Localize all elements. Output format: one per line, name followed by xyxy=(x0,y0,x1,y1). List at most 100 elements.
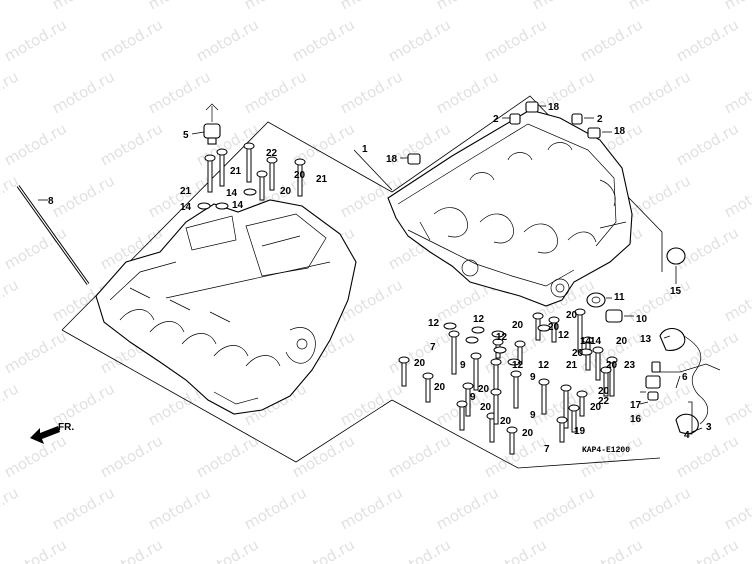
callout-14-a: 14 xyxy=(180,202,192,213)
callout-20-d: 20 xyxy=(434,382,446,393)
callout-23: 23 xyxy=(624,360,636,371)
bolt-head xyxy=(506,426,518,434)
watermark-text: motod.ru xyxy=(0,379,22,429)
callout-20-e: 20 xyxy=(478,384,490,395)
callout-14-b: 14 xyxy=(232,200,244,211)
bolt-head xyxy=(556,416,568,424)
watermark-text: motod.ru xyxy=(721,67,752,117)
watermark-text: motod.ru xyxy=(577,15,646,65)
callout-6: 6 xyxy=(682,372,688,383)
watermark-text: motod.ru xyxy=(337,483,406,533)
bolt-shank xyxy=(451,333,457,375)
callout-7-b: 7 xyxy=(544,444,550,455)
watermark-text: motod.ru xyxy=(1,535,70,564)
watermark-text: motod.ru xyxy=(433,483,502,533)
callout-12-d: 12 xyxy=(512,360,524,371)
callout-19: 19 xyxy=(574,426,586,437)
bolt-head xyxy=(568,404,580,412)
watermark-text: motod.ru xyxy=(337,379,406,429)
washer xyxy=(471,326,485,334)
watermark-text: motod.ru xyxy=(577,535,646,564)
washer xyxy=(579,348,593,356)
callout-12-f: 12 xyxy=(538,360,550,371)
watermark-text: motod.ru xyxy=(1,327,70,377)
callout-20-i: 20 xyxy=(512,320,524,331)
watermark-text: motod.ru xyxy=(97,119,166,169)
watermark-text: motod.ru xyxy=(673,535,742,564)
callout-20-k: 20 xyxy=(548,322,560,333)
watermark-text: motod.ru xyxy=(289,535,358,564)
callout-22-b: 22 xyxy=(598,396,610,407)
bolt-shank xyxy=(459,403,465,431)
bolt-head xyxy=(492,338,504,346)
washer xyxy=(443,322,457,330)
watermark-text: motod.ru xyxy=(241,0,310,13)
bolt-head xyxy=(574,308,586,316)
callout-9-c: 9 xyxy=(470,392,476,403)
watermark-text: motod.ru xyxy=(673,223,742,273)
watermark-text: motod.ru xyxy=(97,15,166,65)
watermark-text: motod.ru xyxy=(0,171,22,221)
bolt-shank xyxy=(595,349,601,381)
diagram-code: KAP4-E1200 xyxy=(582,446,630,455)
callout-18-b: 18 xyxy=(614,126,626,137)
watermark-text: motod.ru xyxy=(673,15,742,65)
watermark-text: motod.ru xyxy=(49,0,118,13)
bolt-head xyxy=(462,382,474,390)
callout-20-l: 20 xyxy=(572,348,584,359)
callout-7-a: 7 xyxy=(430,342,436,353)
callout-2-b: 2 xyxy=(597,114,603,125)
callout-17: 17 xyxy=(630,400,642,411)
callout-15: 15 xyxy=(670,286,682,297)
watermark-text: motod.ru xyxy=(625,67,694,117)
watermark-text: motod.ru xyxy=(625,483,694,533)
callout-18-a: 18 xyxy=(548,102,560,113)
watermark-text: motod.ru xyxy=(1,119,70,169)
washer xyxy=(465,336,479,344)
watermark-text: motod.ru xyxy=(145,483,214,533)
watermark-text: motod.ru xyxy=(0,0,22,13)
bolt-head xyxy=(456,400,468,408)
bolt-head xyxy=(532,312,544,320)
bolt-head xyxy=(398,356,410,364)
top-fittings xyxy=(400,101,612,165)
bolt-shank xyxy=(541,381,547,415)
bolt-shank xyxy=(489,415,495,443)
watermark-text: motod.ru xyxy=(433,0,502,13)
callout-9-d: 9 xyxy=(530,410,536,421)
callout-labels: 1 2 2 3 4 5 6 7 7 8 9 9 9 9 10 11 12 12 … xyxy=(48,102,712,455)
oil-pressure-switch xyxy=(191,103,221,145)
callout-8: 8 xyxy=(48,196,54,207)
bolt-head xyxy=(592,346,604,354)
callout-14-e: 14 xyxy=(590,336,602,347)
callout-20-g: 20 xyxy=(500,416,512,427)
watermark-text: motod.ru xyxy=(145,67,214,117)
bolt-head xyxy=(582,336,594,344)
callout-20-b: 20 xyxy=(280,186,292,197)
watermark-text: motod.ru xyxy=(529,483,598,533)
watermark-text: motod.ru xyxy=(241,483,310,533)
watermark-text: motod.ru xyxy=(721,275,752,325)
bolt-head xyxy=(514,340,526,348)
bolt-shank xyxy=(425,375,431,403)
callout-20-p: 20 xyxy=(606,360,618,371)
watermark-text: motod.ru xyxy=(193,535,262,564)
bolt-head xyxy=(490,358,502,366)
bolt-head xyxy=(490,388,502,396)
front-direction-arrow: FR. xyxy=(30,422,74,444)
watermark-text: motod.ru xyxy=(433,67,502,117)
bolt-head xyxy=(600,366,612,374)
callout-20-f: 20 xyxy=(480,402,492,413)
bolt-head xyxy=(510,370,522,378)
bolt-shank xyxy=(509,429,515,455)
bolt-head xyxy=(576,390,588,398)
watermark-text: motod.ru xyxy=(0,483,22,533)
callout-20-a: 20 xyxy=(294,170,306,181)
watermark-text: motod.ru xyxy=(625,0,694,13)
callout-14-d: 14 xyxy=(580,336,592,347)
watermark-text: motod.ru xyxy=(193,431,262,481)
watermark-text: motod.ru xyxy=(721,483,752,533)
callout-4: 4 xyxy=(684,430,690,441)
